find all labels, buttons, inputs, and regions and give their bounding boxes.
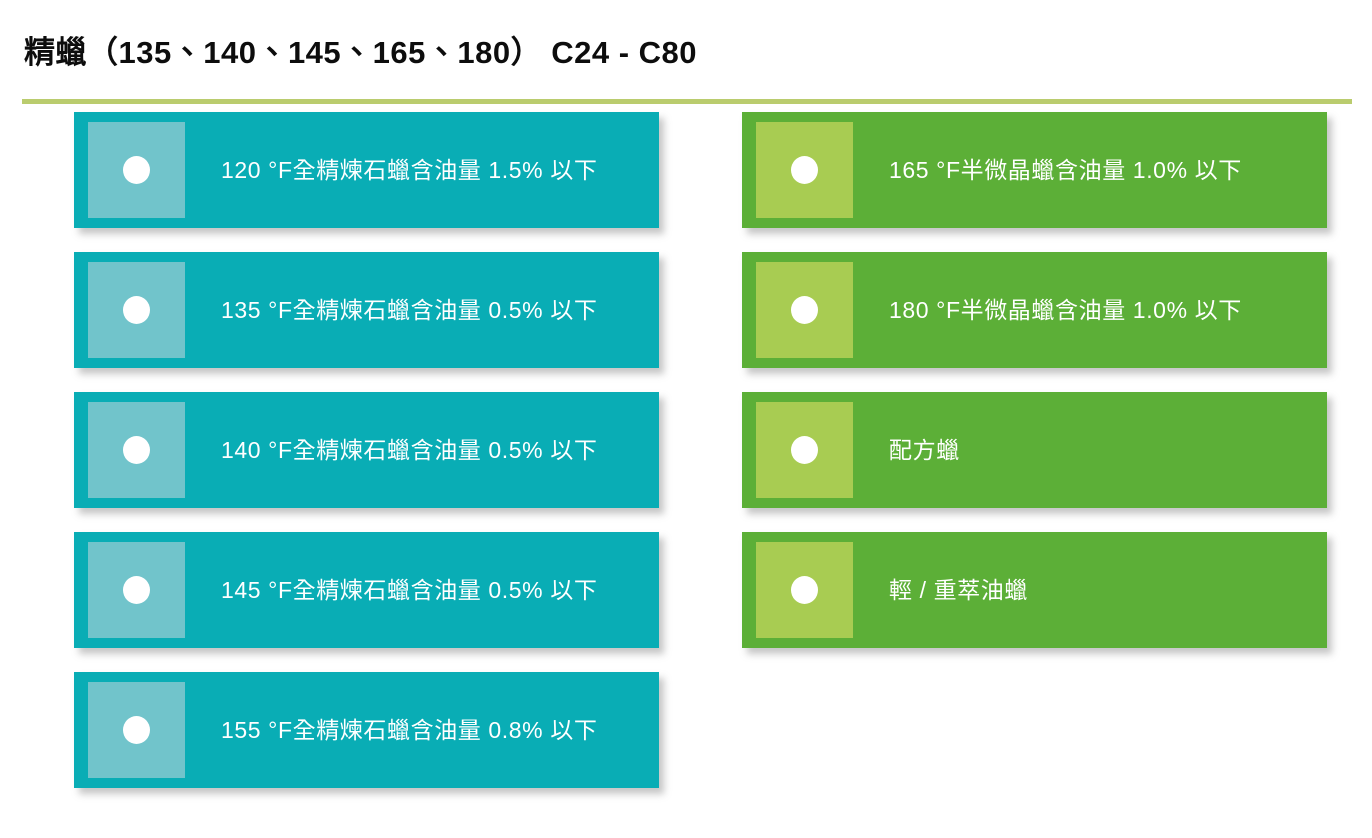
circle-icon xyxy=(123,576,150,604)
bullet-icon xyxy=(756,122,853,218)
circle-icon xyxy=(791,576,818,604)
list-item-label: 180 °F半微晶蠟含油量 1.0% 以下 xyxy=(889,296,1242,323)
bullet-icon xyxy=(756,402,853,498)
circle-icon xyxy=(791,296,818,324)
bullet-icon xyxy=(88,122,185,218)
bullet-icon xyxy=(756,542,853,638)
right-column: 165 °F半微晶蠟含油量 1.0% 以下 180 °F半微晶蠟含油量 1.0%… xyxy=(742,112,1342,672)
slide-header: 精蠟（135、140、145、165、180） C24 - C80 xyxy=(0,0,1372,112)
content-columns: 120 °F全精煉石蠟含油量 1.5% 以下 135 °F全精煉石蠟含油量 0.… xyxy=(0,112,1372,838)
bullet-icon xyxy=(88,682,185,778)
list-item[interactable]: 120 °F全精煉石蠟含油量 1.5% 以下 xyxy=(74,112,659,228)
left-column: 120 °F全精煉石蠟含油量 1.5% 以下 135 °F全精煉石蠟含油量 0.… xyxy=(74,112,674,812)
bullet-icon xyxy=(88,542,185,638)
list-item[interactable]: 輕 / 重萃油蠟 xyxy=(742,532,1327,648)
list-item-label: 120 °F全精煉石蠟含油量 1.5% 以下 xyxy=(221,156,598,183)
list-item[interactable]: 165 °F半微晶蠟含油量 1.0% 以下 xyxy=(742,112,1327,228)
list-item-label: 140 °F全精煉石蠟含油量 0.5% 以下 xyxy=(221,436,598,463)
circle-icon xyxy=(791,436,818,464)
list-item[interactable]: 配方蠟 xyxy=(742,392,1327,508)
list-item[interactable]: 135 °F全精煉石蠟含油量 0.5% 以下 xyxy=(74,252,659,368)
circle-icon xyxy=(123,156,150,184)
list-item-label: 155 °F全精煉石蠟含油量 0.8% 以下 xyxy=(221,716,598,743)
circle-icon xyxy=(123,436,150,464)
list-item[interactable]: 145 °F全精煉石蠟含油量 0.5% 以下 xyxy=(74,532,659,648)
title-underline-rule xyxy=(22,99,1352,104)
bullet-icon xyxy=(88,402,185,498)
circle-icon xyxy=(123,296,150,324)
circle-icon xyxy=(791,156,818,184)
list-item-label: 165 °F半微晶蠟含油量 1.0% 以下 xyxy=(889,156,1242,183)
list-item-label: 輕 / 重萃油蠟 xyxy=(889,576,1028,603)
circle-icon xyxy=(123,716,150,744)
list-item-label: 145 °F全精煉石蠟含油量 0.5% 以下 xyxy=(221,576,598,603)
bullet-icon xyxy=(756,262,853,358)
list-item[interactable]: 140 °F全精煉石蠟含油量 0.5% 以下 xyxy=(74,392,659,508)
bullet-icon xyxy=(88,262,185,358)
list-item[interactable]: 155 °F全精煉石蠟含油量 0.8% 以下 xyxy=(74,672,659,788)
page-title: 精蠟（135、140、145、165、180） C24 - C80 xyxy=(24,35,698,70)
list-item-label: 135 °F全精煉石蠟含油量 0.5% 以下 xyxy=(221,296,598,323)
list-item-label: 配方蠟 xyxy=(889,436,960,463)
list-item[interactable]: 180 °F半微晶蠟含油量 1.0% 以下 xyxy=(742,252,1327,368)
